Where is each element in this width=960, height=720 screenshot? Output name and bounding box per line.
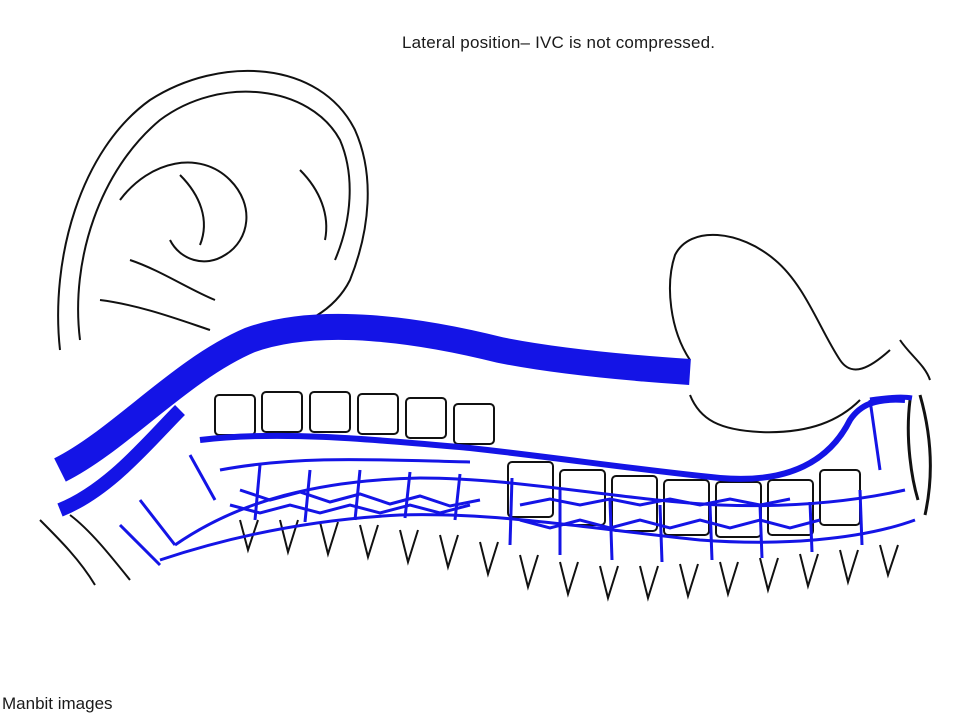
pelvic-vein: [869, 394, 913, 403]
image-credit: Manbit images: [2, 694, 113, 713]
uterus-outline: [57, 69, 369, 351]
slide-caption: Lateral position– IVC is not compressed.: [402, 33, 716, 52]
inferior-vena-cava: [53, 313, 691, 517]
spinous-processes: [39, 514, 899, 602]
vertebral-bodies: [214, 391, 861, 538]
vertebral-venous-plexus: [118, 399, 916, 567]
aorta-vessel: [199, 396, 906, 482]
pelvis-outline: [906, 394, 932, 516]
body-outline: [669, 234, 931, 434]
